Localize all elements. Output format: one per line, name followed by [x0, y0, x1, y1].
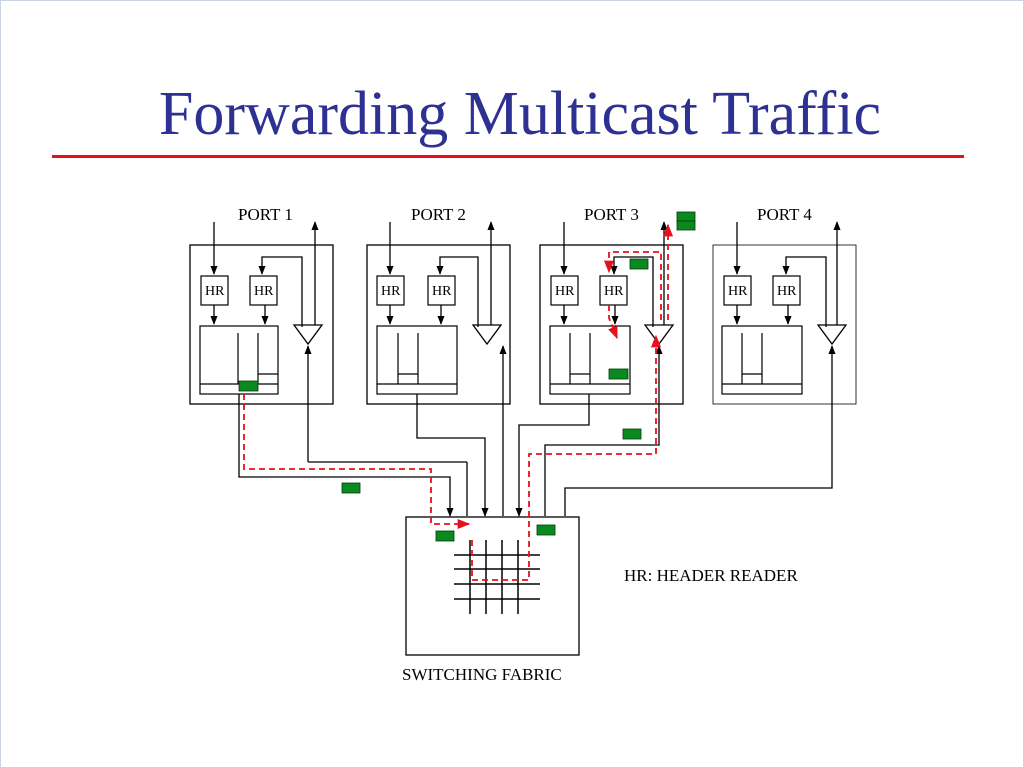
packets: [238, 211, 696, 542]
port-label: PORT 3: [584, 205, 639, 224]
port-4: PORT 4 HR HR: [712, 205, 857, 405]
port-box: [712, 244, 857, 405]
port-box: [366, 244, 511, 405]
output-triangle: [643, 324, 675, 346]
fabric-label: SWITCHING FABRIC: [402, 665, 562, 684]
hr-label: HR: [381, 284, 401, 299]
hr-label: HR: [432, 284, 452, 299]
port-label: PORT 4: [757, 205, 812, 224]
hr-label: HR: [604, 284, 624, 299]
packet-icon: [676, 220, 696, 231]
port-1: PORT 1 HR HR: [189, 205, 334, 405]
hr-label: HR: [777, 284, 797, 299]
port-label: PORT 1: [238, 205, 293, 224]
hr-label: HR: [555, 284, 575, 299]
port-label: PORT 2: [411, 205, 466, 224]
fabric-box: [405, 516, 580, 656]
port-2: PORT 2 HR HR: [366, 205, 511, 405]
output-triangle: [292, 324, 324, 346]
output-triangle: [816, 324, 848, 346]
packet-icon: [435, 530, 455, 542]
hr-label: HR: [728, 284, 748, 299]
buffer: [721, 325, 803, 395]
packet-icon: [676, 211, 696, 222]
slide-title: Forwarding Multicast Traffic: [158, 80, 882, 148]
header-reader: [249, 275, 278, 306]
fabric-connections: [238, 345, 836, 517]
title-underline: [52, 155, 964, 158]
packet-icon: [238, 380, 259, 392]
port-3: PORT 3 HR HR: [539, 205, 684, 405]
header-reader: [599, 275, 628, 306]
header-reader: [772, 275, 801, 306]
hr-label: HR: [254, 284, 274, 299]
packet-icon: [341, 482, 361, 494]
multicast-path: [243, 223, 674, 581]
packet-icon: [536, 524, 556, 536]
packet-icon: [608, 368, 629, 380]
output-triangle: [471, 324, 503, 346]
hr-label: HR: [205, 284, 225, 299]
port-box: [539, 244, 684, 405]
packet-icon: [622, 428, 642, 440]
legend-text: HR: HEADER READER: [624, 566, 798, 585]
switching-fabric: SWITCHING FABRIC: [402, 516, 580, 684]
packet-icon: [629, 258, 649, 270]
buffer: [549, 325, 631, 395]
crossbar-grid: [454, 540, 540, 614]
port-box: [189, 244, 334, 405]
